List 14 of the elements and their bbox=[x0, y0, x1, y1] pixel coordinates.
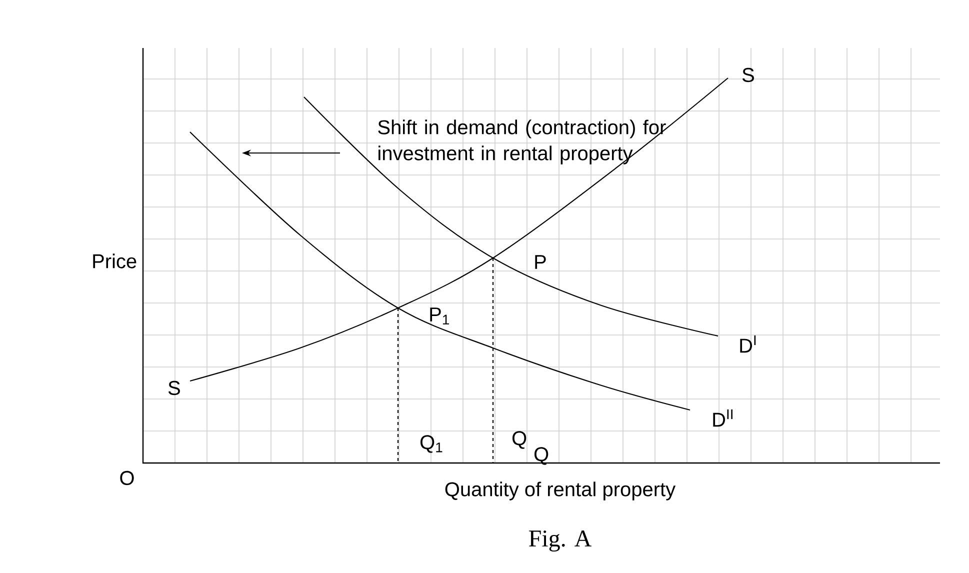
caption: Fig. A bbox=[529, 530, 592, 552]
annotation-text: Shift in demand (contraction) for investment in rental property bbox=[378, 120, 666, 164]
axis-label: Price bbox=[93, 254, 136, 268]
axis-tick-label: Q$_{1}$ bbox=[420, 435, 442, 453]
curve-label: S bbox=[742, 68, 754, 82]
axis-tick-label: Q bbox=[534, 447, 548, 465]
point-label: P bbox=[535, 255, 546, 269]
axis-label: Quantity of rental property bbox=[445, 482, 676, 500]
curve-label: D$^{II}$ bbox=[713, 409, 732, 427]
point-label: P$_{1}$ bbox=[430, 308, 449, 324]
axis-tick-label: Q bbox=[512, 431, 526, 449]
curve-label: S bbox=[168, 380, 180, 396]
origin-label: O bbox=[120, 470, 134, 486]
curve-label: D$^{I}$ bbox=[740, 335, 756, 353]
